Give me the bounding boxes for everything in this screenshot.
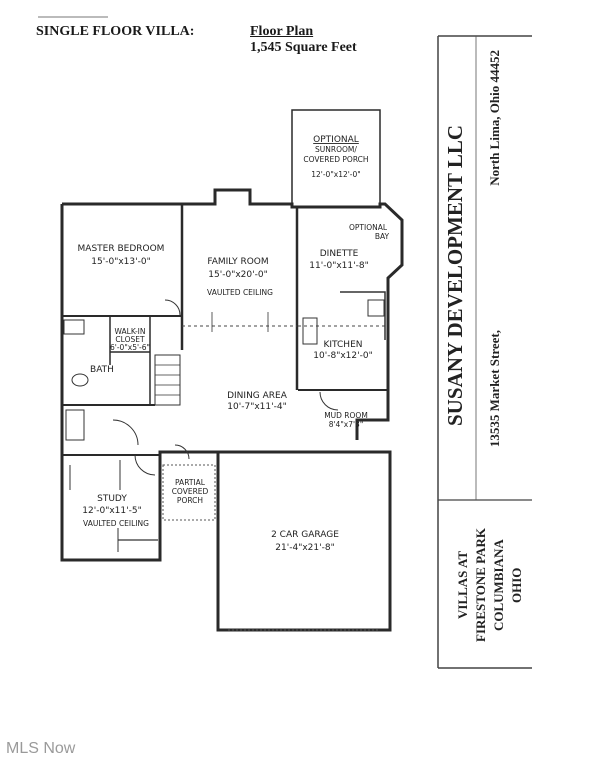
sunroom-label-1: OPTIONAL xyxy=(313,135,359,145)
company-name: SUSANY DEVELOPMENT LLC xyxy=(443,124,467,426)
study-label: STUDY xyxy=(97,494,127,504)
garage-walls xyxy=(216,450,392,632)
square-feet-label: 1,545 Square Feet xyxy=(250,40,357,55)
mud-room-dimensions: 8'4"x7'3" xyxy=(329,420,364,429)
kitchen-dimensions: 10'-8"x12'-0" xyxy=(313,351,372,361)
project-line-3: COLUMBIANA xyxy=(491,539,506,631)
family-room-dimensions: 15'-0"x20'-0" xyxy=(208,270,267,280)
sunroom-label-3: COVERED PORCH xyxy=(303,155,368,164)
dining-area-dimensions: 10'-7"x11'-4" xyxy=(227,402,286,412)
family-room-note: VAULTED CEILING xyxy=(207,288,273,297)
master-bedroom-dimensions: 15'-0"x13'-0" xyxy=(91,257,150,267)
bath-label: BATH xyxy=(90,365,114,375)
plan-type-title: SINGLE FLOOR VILLA: xyxy=(36,24,195,39)
dining-area-label: DINING AREA xyxy=(227,391,288,401)
master-bedroom-label: MASTER BEDROOM xyxy=(78,244,165,254)
garage-label: 2 CAR GARAGE xyxy=(271,530,339,540)
family-room-label: FAMILY ROOM xyxy=(207,257,268,267)
dinette-label: DINETTE xyxy=(320,249,359,259)
project-line-4: OHIO xyxy=(509,567,524,603)
closet-label-1: WALK-IN xyxy=(115,327,146,336)
study-dimensions: 12'-0"x11'-5" xyxy=(82,506,141,516)
mud-room-label: MUD ROOM xyxy=(324,411,368,420)
study-note: VAULTED CEILING xyxy=(83,519,149,528)
company-street: 13535 Market Street, xyxy=(487,330,502,448)
company-city: North Lima, Ohio 44452 xyxy=(487,50,502,186)
dinette-dimensions: 11'-0"x11'-8" xyxy=(309,261,368,271)
porch-label-1: PARTIAL xyxy=(175,478,206,487)
closet-label-2: CLOSET xyxy=(115,335,145,344)
porch-label-3: PORCH xyxy=(177,496,203,505)
floor-plan-title: Floor Plan xyxy=(250,24,314,39)
bay-label-1: OPTIONAL xyxy=(349,223,388,232)
garage-dimensions: 21'-4"x21'-8" xyxy=(275,543,334,553)
project-line-1: VILLAS AT xyxy=(455,550,470,620)
kitchen-label: KITCHEN xyxy=(324,340,363,350)
project-line-2: FIRESTONE PARK xyxy=(473,528,488,643)
closet-dimensions: 6'-0"x5'-6" xyxy=(110,343,150,352)
bay-label-2: BAY xyxy=(375,232,390,241)
porch-label-2: COVERED xyxy=(172,487,209,496)
mls-watermark: MLS Now xyxy=(6,740,76,757)
sunroom-label-2: SUNROOM/ xyxy=(315,145,357,154)
header-rule xyxy=(38,16,108,18)
sunroom-dimensions: 12'-0"x12'-0" xyxy=(311,170,361,179)
